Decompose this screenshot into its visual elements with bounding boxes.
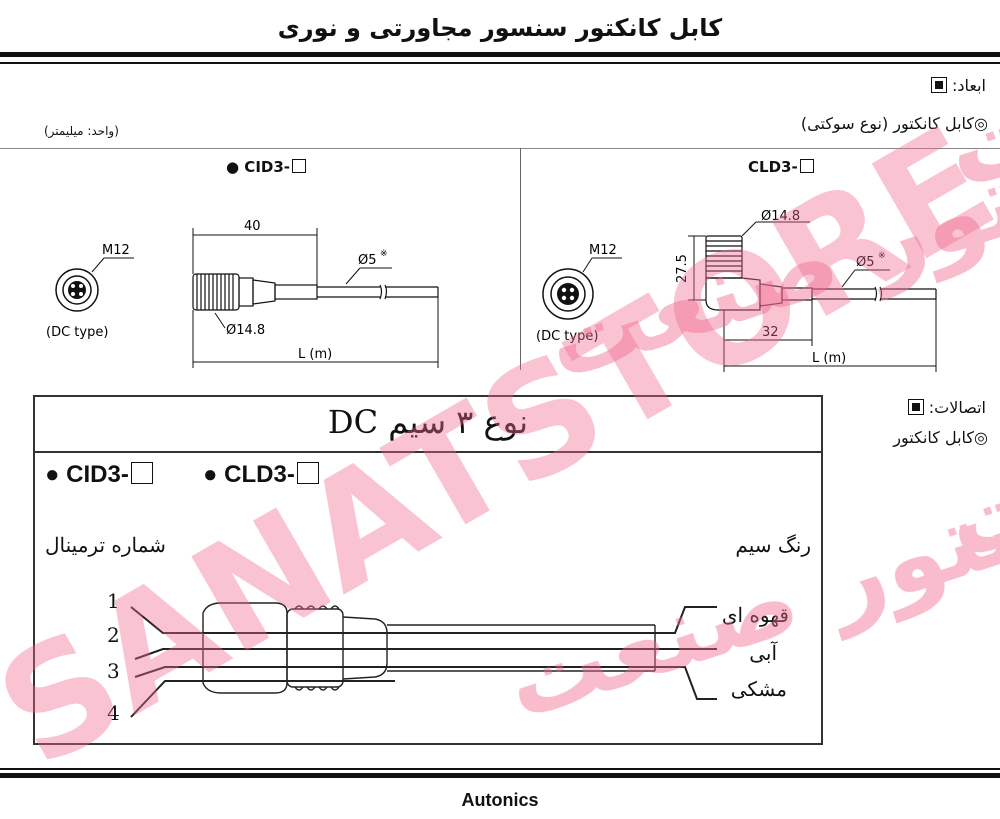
wire-color-brown: قهوه ای	[721, 603, 789, 627]
left-dim-40: 40	[244, 219, 261, 234]
wiring-sketch	[130, 602, 717, 718]
left-dim-total: L (m)	[298, 347, 332, 362]
wire-color-blue: آبی	[749, 641, 777, 665]
blank-box-icon	[296, 462, 319, 484]
wiring-model-1-text: ● CID3-	[45, 461, 129, 488]
bottom-rule	[0, 773, 1000, 778]
section-divider	[0, 148, 1000, 149]
right-model-text: CLD3-	[748, 158, 798, 176]
terminal-1: 1	[107, 589, 120, 613]
left-connector-body	[192, 273, 439, 311]
bottom-rule-thin	[0, 768, 1000, 770]
right-dim-height: 27.5	[675, 254, 690, 283]
wiring-header: نوع ۳ سیم DC	[35, 397, 821, 453]
blank-box-icon	[130, 462, 153, 484]
dimension-drawings: M12 (DC type) 40 Ø5 ※ Ø14.8 L (m)	[46, 209, 937, 372]
wiring-model-2-text: ● CLD3-	[203, 461, 295, 488]
right-dim-diameter: Ø14.8	[761, 209, 800, 224]
blank-box-icon	[799, 159, 814, 173]
terminal-4: 4	[107, 701, 120, 725]
top-rule-thin	[0, 62, 1000, 64]
left-dim-diameter: Ø14.8	[226, 323, 265, 338]
top-rule	[0, 52, 1000, 57]
filled-square-icon	[930, 77, 947, 93]
right-face-caption: (DC type)	[536, 329, 598, 344]
connections-subheading: ◎کابل کانکتور	[893, 428, 988, 447]
dimensions-subheading: ◎کابل کانکتور (نوع سوکتی)	[800, 114, 988, 133]
right-dimension-lines	[688, 221, 937, 372]
filled-square-icon	[907, 399, 924, 415]
terminal-number-label: شماره ترمینال	[45, 533, 166, 557]
connections-heading: اتصالات:	[907, 398, 986, 417]
right-dim-total: L (m)	[812, 351, 846, 366]
wire-color-label: رنگ سیم	[735, 533, 811, 557]
brand-logo: Autonics	[461, 790, 539, 810]
right-dim-cable: Ø5	[856, 255, 875, 270]
wiring-model-2: ● CLD3-	[203, 461, 319, 489]
right-thread-label: M12	[589, 243, 617, 258]
blank-box-icon	[292, 159, 307, 173]
left-connector-face	[55, 257, 134, 312]
right-connector-body	[705, 235, 937, 311]
wiring-model-1: ● CID3-	[45, 461, 153, 489]
connections-heading-label: اتصالات:	[928, 398, 986, 417]
right-dim-32: 32	[762, 325, 779, 340]
dimensions-heading-label: ابعاد:	[951, 76, 986, 95]
wiring-diagram-box: نوع ۳ سیم DC ● CID3- ● CLD3- شماره ترمین…	[33, 395, 823, 745]
drawing-split-line	[520, 148, 521, 370]
left-model-label: ● CID3-	[226, 158, 307, 176]
right-dim-cable-note: ※	[878, 251, 886, 261]
left-dim-cable: Ø5	[358, 253, 377, 268]
page-title: کابل کانکتور سنسور مجاورتی و نوری	[277, 14, 723, 42]
dimensions-heading: ابعاد:	[930, 76, 986, 95]
left-dim-cable-note: ※	[380, 249, 388, 259]
wire-color-black: مشکی	[730, 677, 787, 701]
right-connector-face	[542, 257, 622, 320]
wiring-title: نوع ۳ سیم DC	[327, 403, 529, 441]
left-face-caption: (DC type)	[46, 325, 108, 340]
right-model-label: CLD3-	[748, 158, 814, 176]
left-dimension-lines	[192, 228, 439, 368]
left-model-text: ● CID3-	[226, 158, 291, 176]
terminal-2: 2	[107, 623, 120, 647]
terminal-3: 3	[107, 659, 120, 683]
left-thread-label: M12	[102, 243, 130, 258]
unit-note: (واحد: میلیمتر)	[44, 124, 119, 138]
